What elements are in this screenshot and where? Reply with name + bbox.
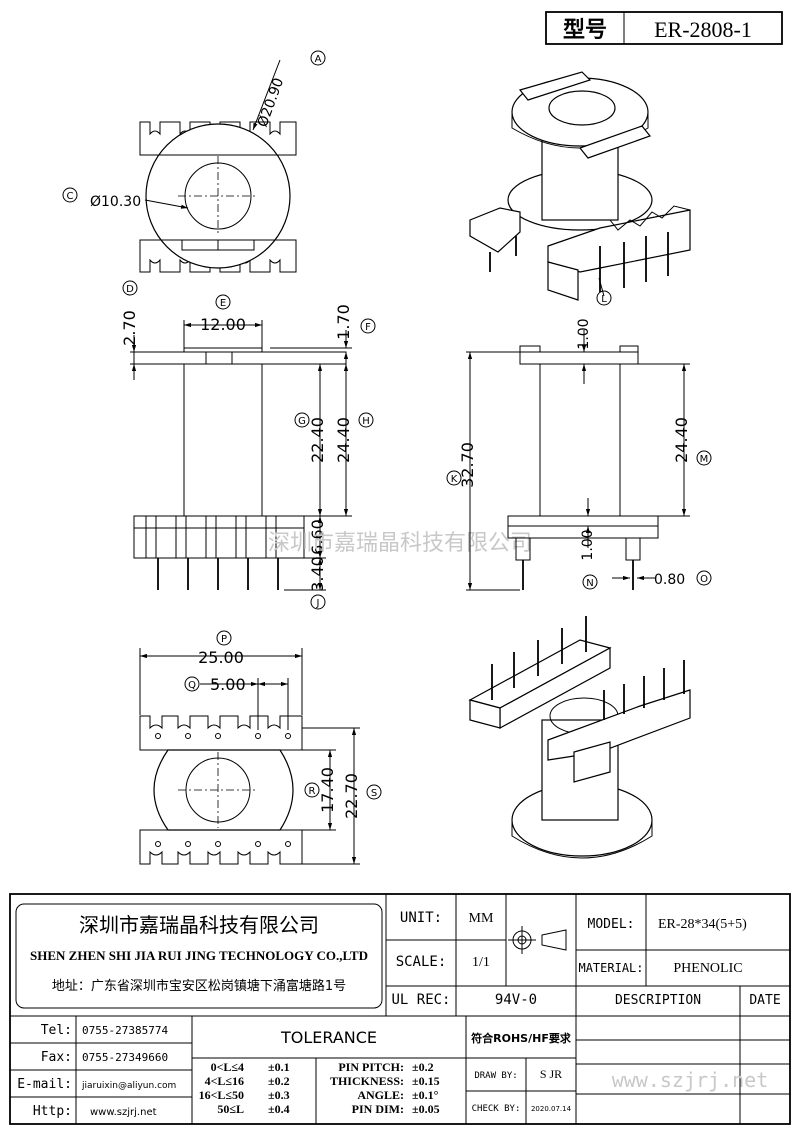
callout-g: G (298, 416, 306, 427)
scale-label: SCALE: (396, 954, 447, 970)
dim-q: 5.00 (210, 675, 246, 694)
callout-l: L (601, 294, 607, 305)
unit-label: UNIT: (400, 910, 442, 926)
description-label: DESCRIPTION (615, 993, 701, 1008)
check-by-label: CHECK BY: (472, 1104, 521, 1114)
spec-value: ±0.05 (412, 1102, 440, 1116)
company-name-cn: 深圳市嘉瑞晶科技有限公司 (79, 913, 319, 937)
date-label: DATE (749, 993, 780, 1008)
email-value: jiaruixin@aliyun.com (81, 1081, 176, 1091)
tolerance-label: TOLERANCE (280, 1028, 377, 1047)
ul-rec-label: UL REC: (391, 992, 450, 1008)
model-value: ER-28*34(5+5) (658, 917, 747, 932)
model-box-label: 型号 (563, 18, 607, 43)
spec-label: ANGLE: (357, 1088, 404, 1102)
tel-label: Tel: (41, 1023, 72, 1038)
dim-top-1: 1.00 (576, 318, 592, 349)
scale-value: 1/1 (472, 955, 490, 970)
spec-label: PIN DIM: (352, 1102, 404, 1116)
title-block: 深圳市嘉瑞晶科技有限公司 SHEN ZHEN SHI JIA RUI JING … (9, 893, 791, 1125)
callout-c: C (67, 191, 74, 202)
tol-range: 50≤L (217, 1102, 244, 1116)
tolerance-table: 0<L≤4 ±0.1 4<L≤16 ±0.2 16<L≤50 ±0.3 50≤L… (199, 1060, 290, 1116)
website-watermark: www.szjrj.net (612, 1068, 769, 1092)
isometric-view-bottom (468, 616, 691, 859)
dim-k: 32.70 (458, 442, 477, 488)
tol-value: ±0.4 (268, 1102, 290, 1116)
dim-j2: 3.40 (308, 556, 327, 592)
material-label: MATERIAL: (578, 961, 643, 975)
watermark-company: 深圳市嘉瑞晶科技有限公司 (268, 531, 532, 556)
fax-value: 0755-27349660 (82, 1051, 168, 1064)
callout-f: F (365, 322, 371, 333)
tol-range: 0<L≤4 (211, 1060, 244, 1074)
dim-s: 22.70 (342, 773, 361, 819)
dim-e: 12.00 (200, 315, 246, 334)
dim-h: 24.40 (334, 417, 353, 463)
spec-value: ±0.2 (412, 1060, 434, 1074)
callout-s: S (371, 788, 377, 799)
spec-label: THICKNESS: (330, 1074, 404, 1088)
fax-label: Fax: (41, 1050, 72, 1065)
spec-table: PIN PITCH: ±0.2 THICKNESS: ±0.15 ANGLE: … (330, 1060, 440, 1116)
dim-outer-diameter: Ø20.90 (255, 76, 288, 129)
callout-a: A (315, 54, 322, 65)
dim-p: 25.00 (198, 648, 244, 667)
dim-f: 1.70 (334, 304, 353, 340)
spec-value: ±0.1° (412, 1088, 439, 1102)
rohs-note: 符合ROHS/HF要求 (471, 1031, 572, 1045)
front-view: 12.00 E 2.70 D 1.70 F 22.40 G 24.40 H (120, 280, 376, 610)
dim-o: 0.80 (654, 572, 685, 588)
dim-d: 2.70 (120, 310, 139, 346)
tol-value: ±0.3 (268, 1088, 290, 1102)
callout-n: N (586, 578, 593, 589)
dim-r: 17.40 (318, 767, 337, 813)
model-box: 型号 ER-2808-1 (545, 11, 783, 45)
material-value: PHENOLIC (673, 961, 742, 976)
tol-range: 16<L≤50 (199, 1088, 244, 1102)
spec-label: PIN PITCH: (338, 1060, 404, 1074)
spec-value: ±0.15 (412, 1074, 440, 1088)
dim-g: 22.40 (308, 417, 327, 463)
company-name-en: SHEN ZHEN SHI JIA RUI JING TECHNOLOGY CO… (30, 948, 368, 963)
projection-symbol-icon (508, 926, 567, 954)
isometric-view-top: L (469, 71, 691, 306)
callout-m: M (700, 454, 709, 465)
callout-q: Q (188, 680, 196, 691)
callout-k: K (451, 474, 458, 485)
tel-value: 0755-27385774 (82, 1024, 168, 1037)
dim-j1: 6.60 (308, 519, 327, 555)
tol-value: ±0.2 (268, 1074, 290, 1088)
callout-p: P (221, 634, 227, 645)
top-view: Ø20.90 Ø10.30 A C (62, 50, 326, 273)
callout-o: O (700, 574, 708, 585)
tol-range: 4<L≤16 (205, 1074, 244, 1088)
callout-e: E (220, 298, 226, 309)
dim-inner-diameter: Ø10.30 (90, 194, 141, 210)
draw-by-label: DRAW BY: (474, 1071, 517, 1081)
http-label: Http: (33, 1104, 72, 1119)
callout-d: D (126, 284, 134, 295)
callout-j: J (316, 598, 320, 609)
company-address: 地址：广东省深圳市宝安区松岗镇塘下涌富塘路1号 (52, 978, 346, 994)
model-box-value: ER-2808-1 (654, 17, 752, 42)
callout-r: R (309, 786, 316, 797)
dim-m: 24.40 (672, 417, 691, 463)
email-label: E-mail: (17, 1077, 72, 1092)
check-by-value: 2020.07.14 (531, 1105, 572, 1113)
dim-n: 1.00 (580, 529, 596, 560)
bottom-view: 25.00 P 5.00 Q 17.40 R (139, 630, 382, 865)
http-value: www.szjrj.net (90, 1107, 157, 1118)
unit-value: MM (469, 911, 494, 926)
ul-rec-value: 94V-0 (495, 992, 537, 1008)
tol-value: ±0.1 (268, 1060, 290, 1074)
model-label: MODEL: (588, 917, 635, 932)
callout-h: H (362, 416, 370, 427)
draw-by-value: S JR (540, 1067, 562, 1081)
side-view: 32.70 K 1.00 24.40 M 1.00 N 0.80 O (446, 318, 712, 591)
